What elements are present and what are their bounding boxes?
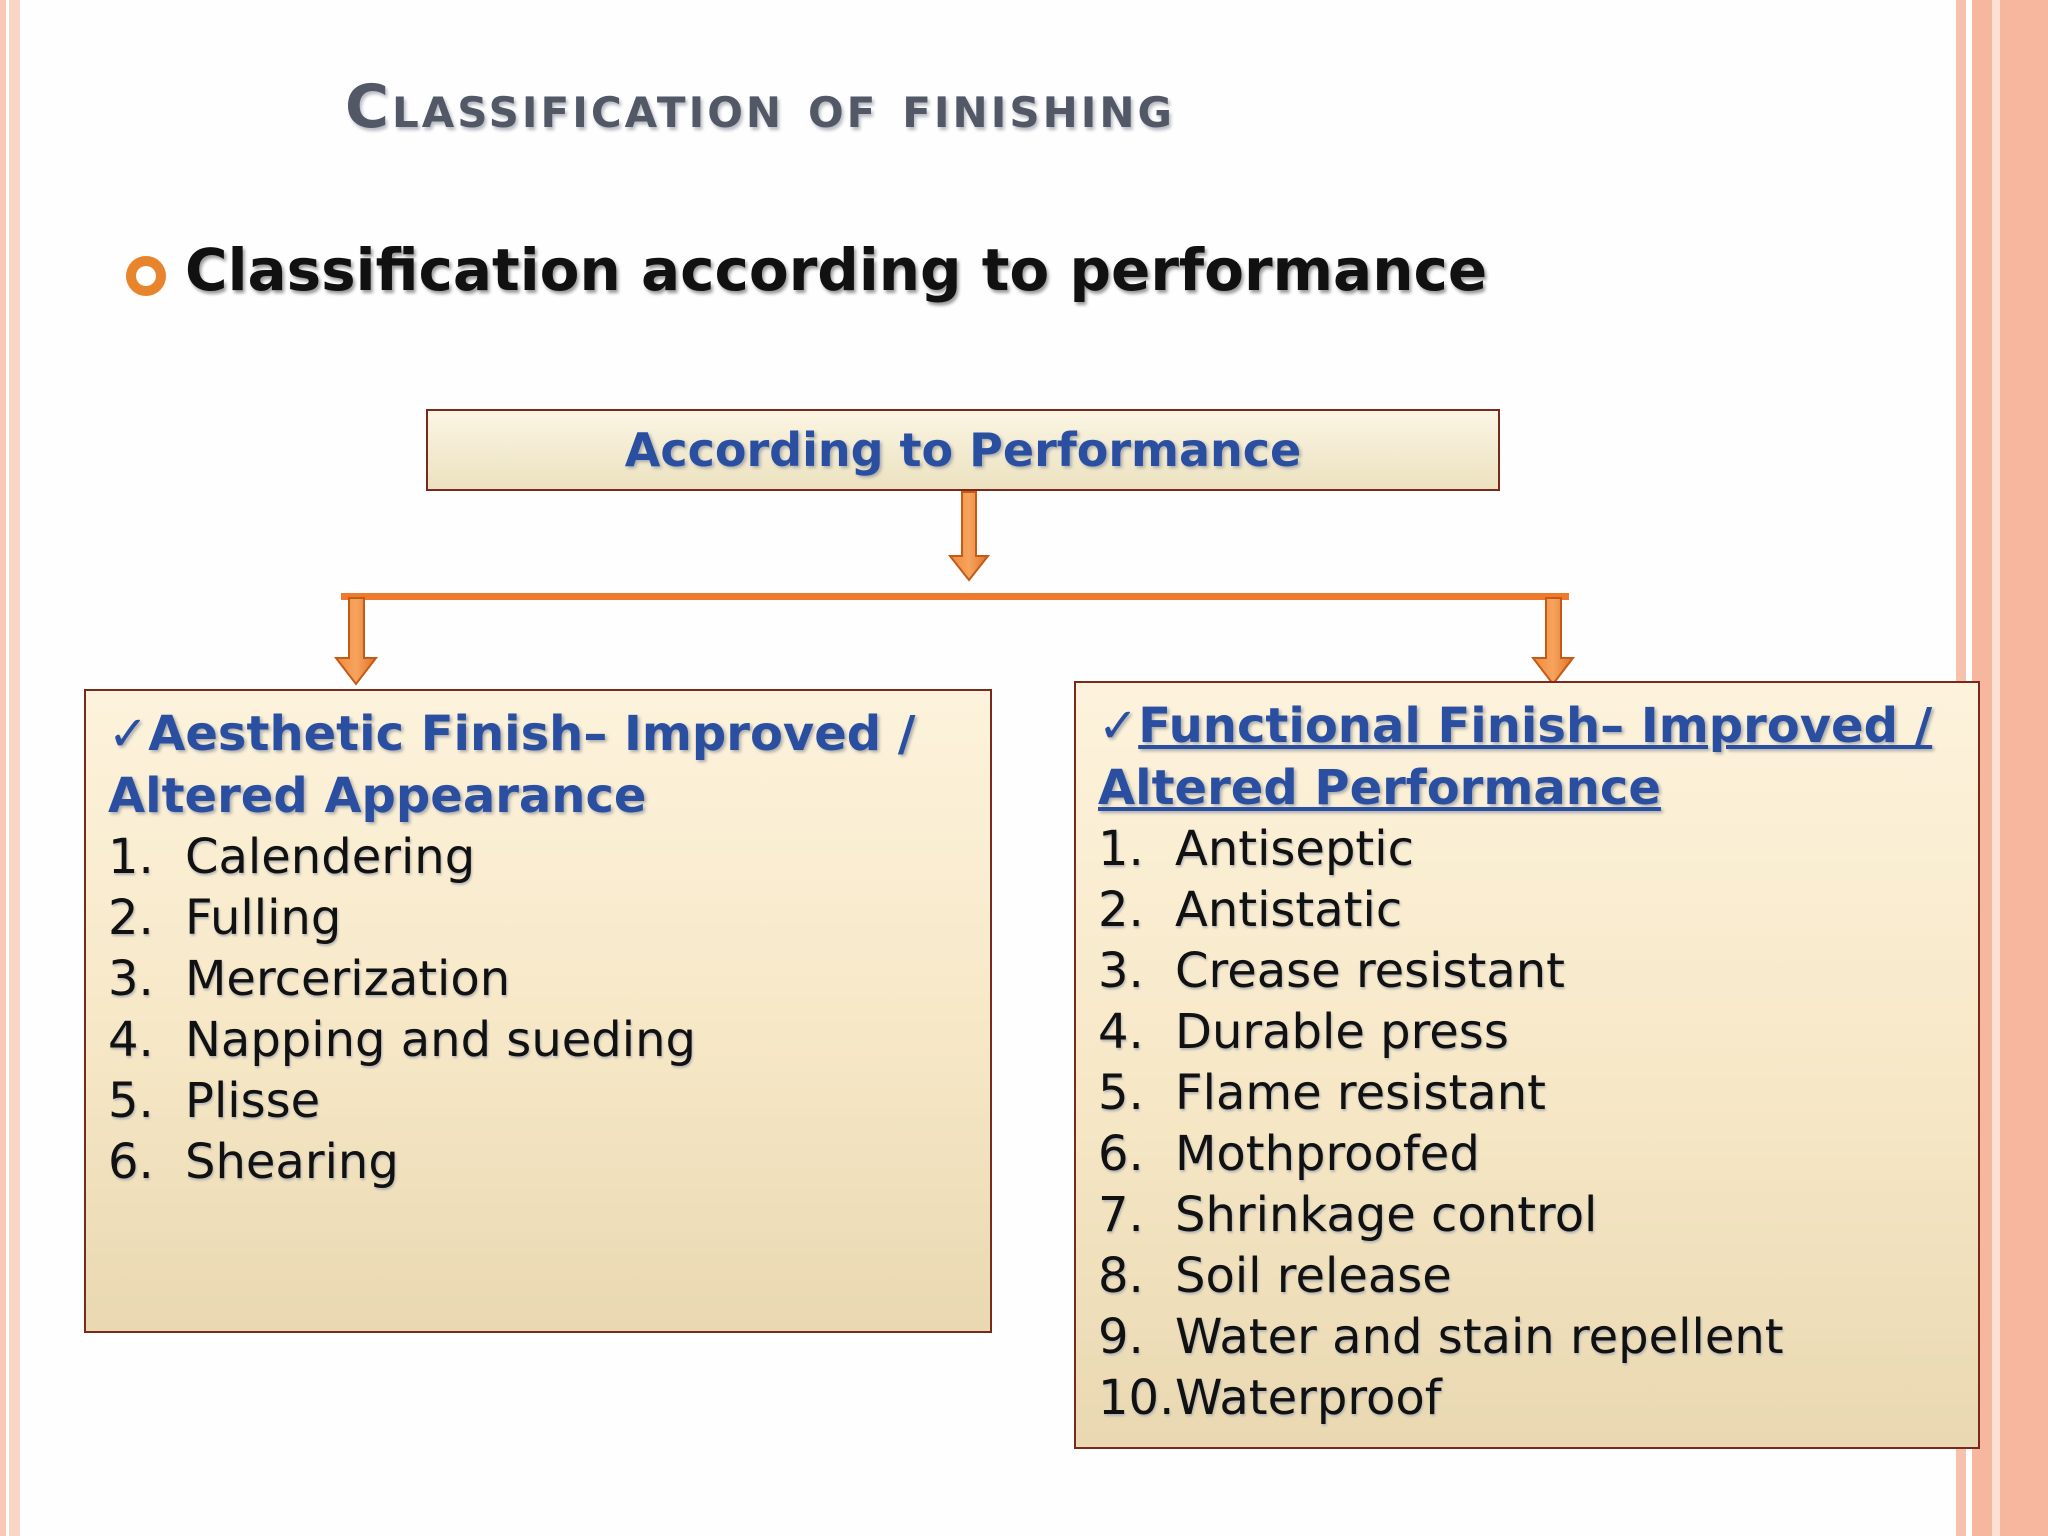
item-text: Antiseptic [1175, 821, 1414, 877]
functional-heading-line2: Altered Performance [1098, 760, 1661, 816]
item-number: 5. [1098, 1065, 1144, 1121]
down-arrow-right [1530, 597, 1576, 686]
aesthetic-heading-line2: Altered Appearance [108, 768, 647, 824]
list-item: 5. Plisse [108, 1071, 990, 1132]
list-item: 6. Shearing [108, 1132, 990, 1193]
item-number: 5. [108, 1073, 154, 1129]
list-item: 1. Calendering [108, 827, 990, 888]
list-item: 3. Mercerization [108, 949, 990, 1010]
list-item: 4. Napping and sueding [108, 1010, 990, 1071]
list-item: 6. Mothproofed [1098, 1124, 1978, 1185]
right-border-stripe [1992, 0, 2000, 1536]
item-number: 4. [1098, 1004, 1144, 1060]
item-number: 8. [1098, 1248, 1144, 1304]
list-item: 7. Shrinkage control [1098, 1185, 1978, 1246]
item-text: Durable press [1175, 1004, 1509, 1060]
item-number: 7. [1098, 1187, 1144, 1243]
item-number: 4. [108, 1012, 154, 1068]
item-number: 2. [108, 890, 154, 946]
list-item: 2. Fulling [108, 888, 990, 949]
item-text: Napping and sueding [185, 1012, 696, 1068]
list-item: 9. Water and stain repellent [1098, 1307, 1978, 1368]
check-mark-icon: ✓ [1098, 698, 1139, 754]
item-number: 1. [1098, 821, 1144, 877]
root-node-label: According to Performance [624, 423, 1302, 477]
root-node: According to Performance [426, 409, 1500, 491]
functional-heading: ✓Functional Finish– Improved / Altered P… [1098, 695, 1978, 819]
item-text: Shrinkage control [1175, 1187, 1598, 1243]
item-text: Fulling [185, 890, 342, 946]
item-text: Antistatic [1175, 882, 1403, 938]
item-text: Waterproof [1175, 1370, 1442, 1426]
functional-heading-line1: Functional Finish– Improved / [1138, 698, 1933, 754]
aesthetic-heading: ✓Aesthetic Finish– Improved / Altered Ap… [108, 703, 990, 827]
item-number: 6. [1098, 1126, 1144, 1182]
item-number: 3. [1098, 943, 1144, 999]
list-item: 5. Flame resistant [1098, 1063, 1978, 1124]
list-item: 3. Crease resistant [1098, 941, 1978, 1002]
slide-title: Classification of finishing [345, 72, 1175, 142]
check-mark-icon: ✓ [108, 706, 149, 762]
down-arrow-left [333, 597, 379, 686]
aesthetic-heading-line1: Aesthetic Finish– Improved / [148, 706, 916, 762]
item-text: Shearing [185, 1134, 399, 1190]
item-number: 1. [108, 829, 154, 885]
item-text: Soil release [1175, 1248, 1452, 1304]
item-text: Calendering [185, 829, 476, 885]
list-item: 2. Antistatic [1098, 880, 1978, 941]
list-item: 10.Waterproof [1098, 1368, 1978, 1429]
aesthetic-list: 1.Calendering 2.Fulling 3.Mercerization … [108, 827, 990, 1193]
functional-list: 1. Antiseptic 2. Antistatic 3. Crease resis… [1098, 819, 1978, 1429]
item-number: 3. [108, 951, 154, 1007]
list-item: 1. Antiseptic [1098, 819, 1978, 880]
item-text: Mercerization [185, 951, 511, 1007]
item-text: Water and stain repellent [1175, 1309, 1784, 1365]
bullet-text: Classification according to performance [185, 236, 1488, 304]
item-number: 6. [108, 1134, 154, 1190]
item-text: Mothproofed [1175, 1126, 1480, 1182]
item-number: 10. [1098, 1370, 1175, 1426]
aesthetic-finish-box: ✓Aesthetic Finish– Improved / Altered Ap… [84, 689, 992, 1333]
down-arrow-root [947, 491, 991, 582]
bullet-circle-icon [126, 256, 166, 296]
item-text: Plisse [185, 1073, 321, 1129]
horizontal-connector [341, 593, 1569, 600]
item-number: 9. [1098, 1309, 1144, 1365]
list-item: 4. Durable press [1098, 1002, 1978, 1063]
item-number: 2. [1098, 882, 1144, 938]
item-text: Crease resistant [1175, 943, 1565, 999]
item-text: Flame resistant [1175, 1065, 1546, 1121]
list-item: 8. Soil release [1098, 1246, 1978, 1307]
left-border-accent [0, 0, 20, 1536]
functional-finish-box: ✓Functional Finish– Improved / Altered P… [1074, 681, 1980, 1449]
